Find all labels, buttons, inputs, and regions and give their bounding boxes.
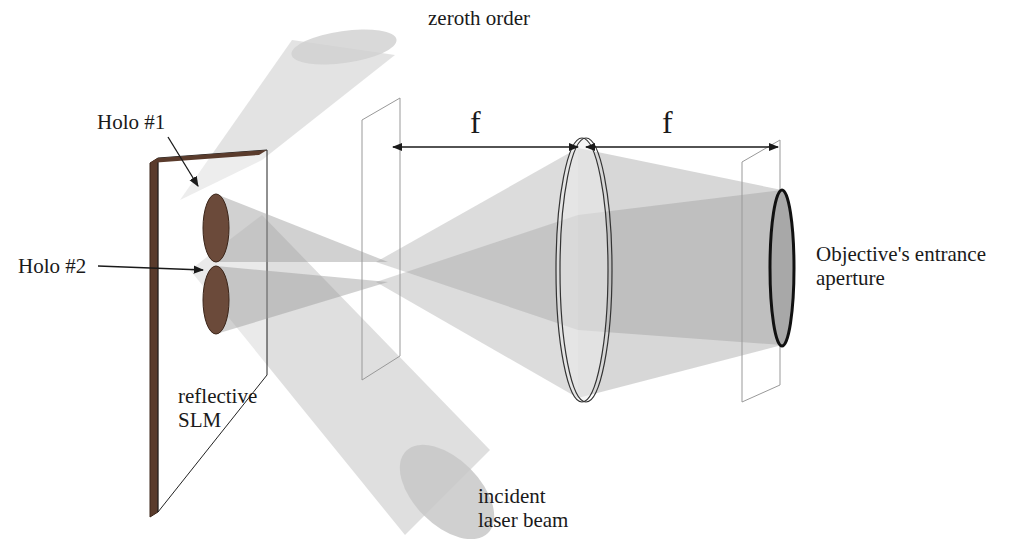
hologram-label: Holo #2 — [18, 254, 86, 278]
lens — [556, 138, 612, 402]
hologram-2 — [203, 266, 229, 334]
leader-arrow — [98, 266, 203, 270]
slm-plate — [150, 150, 267, 517]
aperture-label: Objective's entrance aperture — [816, 242, 996, 290]
objective-aperture — [770, 190, 794, 346]
hologram-1 — [203, 194, 229, 262]
dimension-arrow — [393, 146, 578, 147]
hologram-label: Holo #1 — [97, 110, 165, 134]
dimension-arrow — [586, 146, 778, 147]
hologram-beams — [216, 148, 782, 398]
beam-label: zeroth order — [428, 6, 530, 30]
focal-length: f — [470, 104, 481, 141]
beam-label: incident laser beam — [478, 484, 588, 532]
slm-label: reflective SLM — [178, 384, 278, 432]
fourier-plane — [362, 98, 400, 380]
focal-length: f — [662, 104, 673, 141]
leader-arrow — [168, 137, 198, 186]
